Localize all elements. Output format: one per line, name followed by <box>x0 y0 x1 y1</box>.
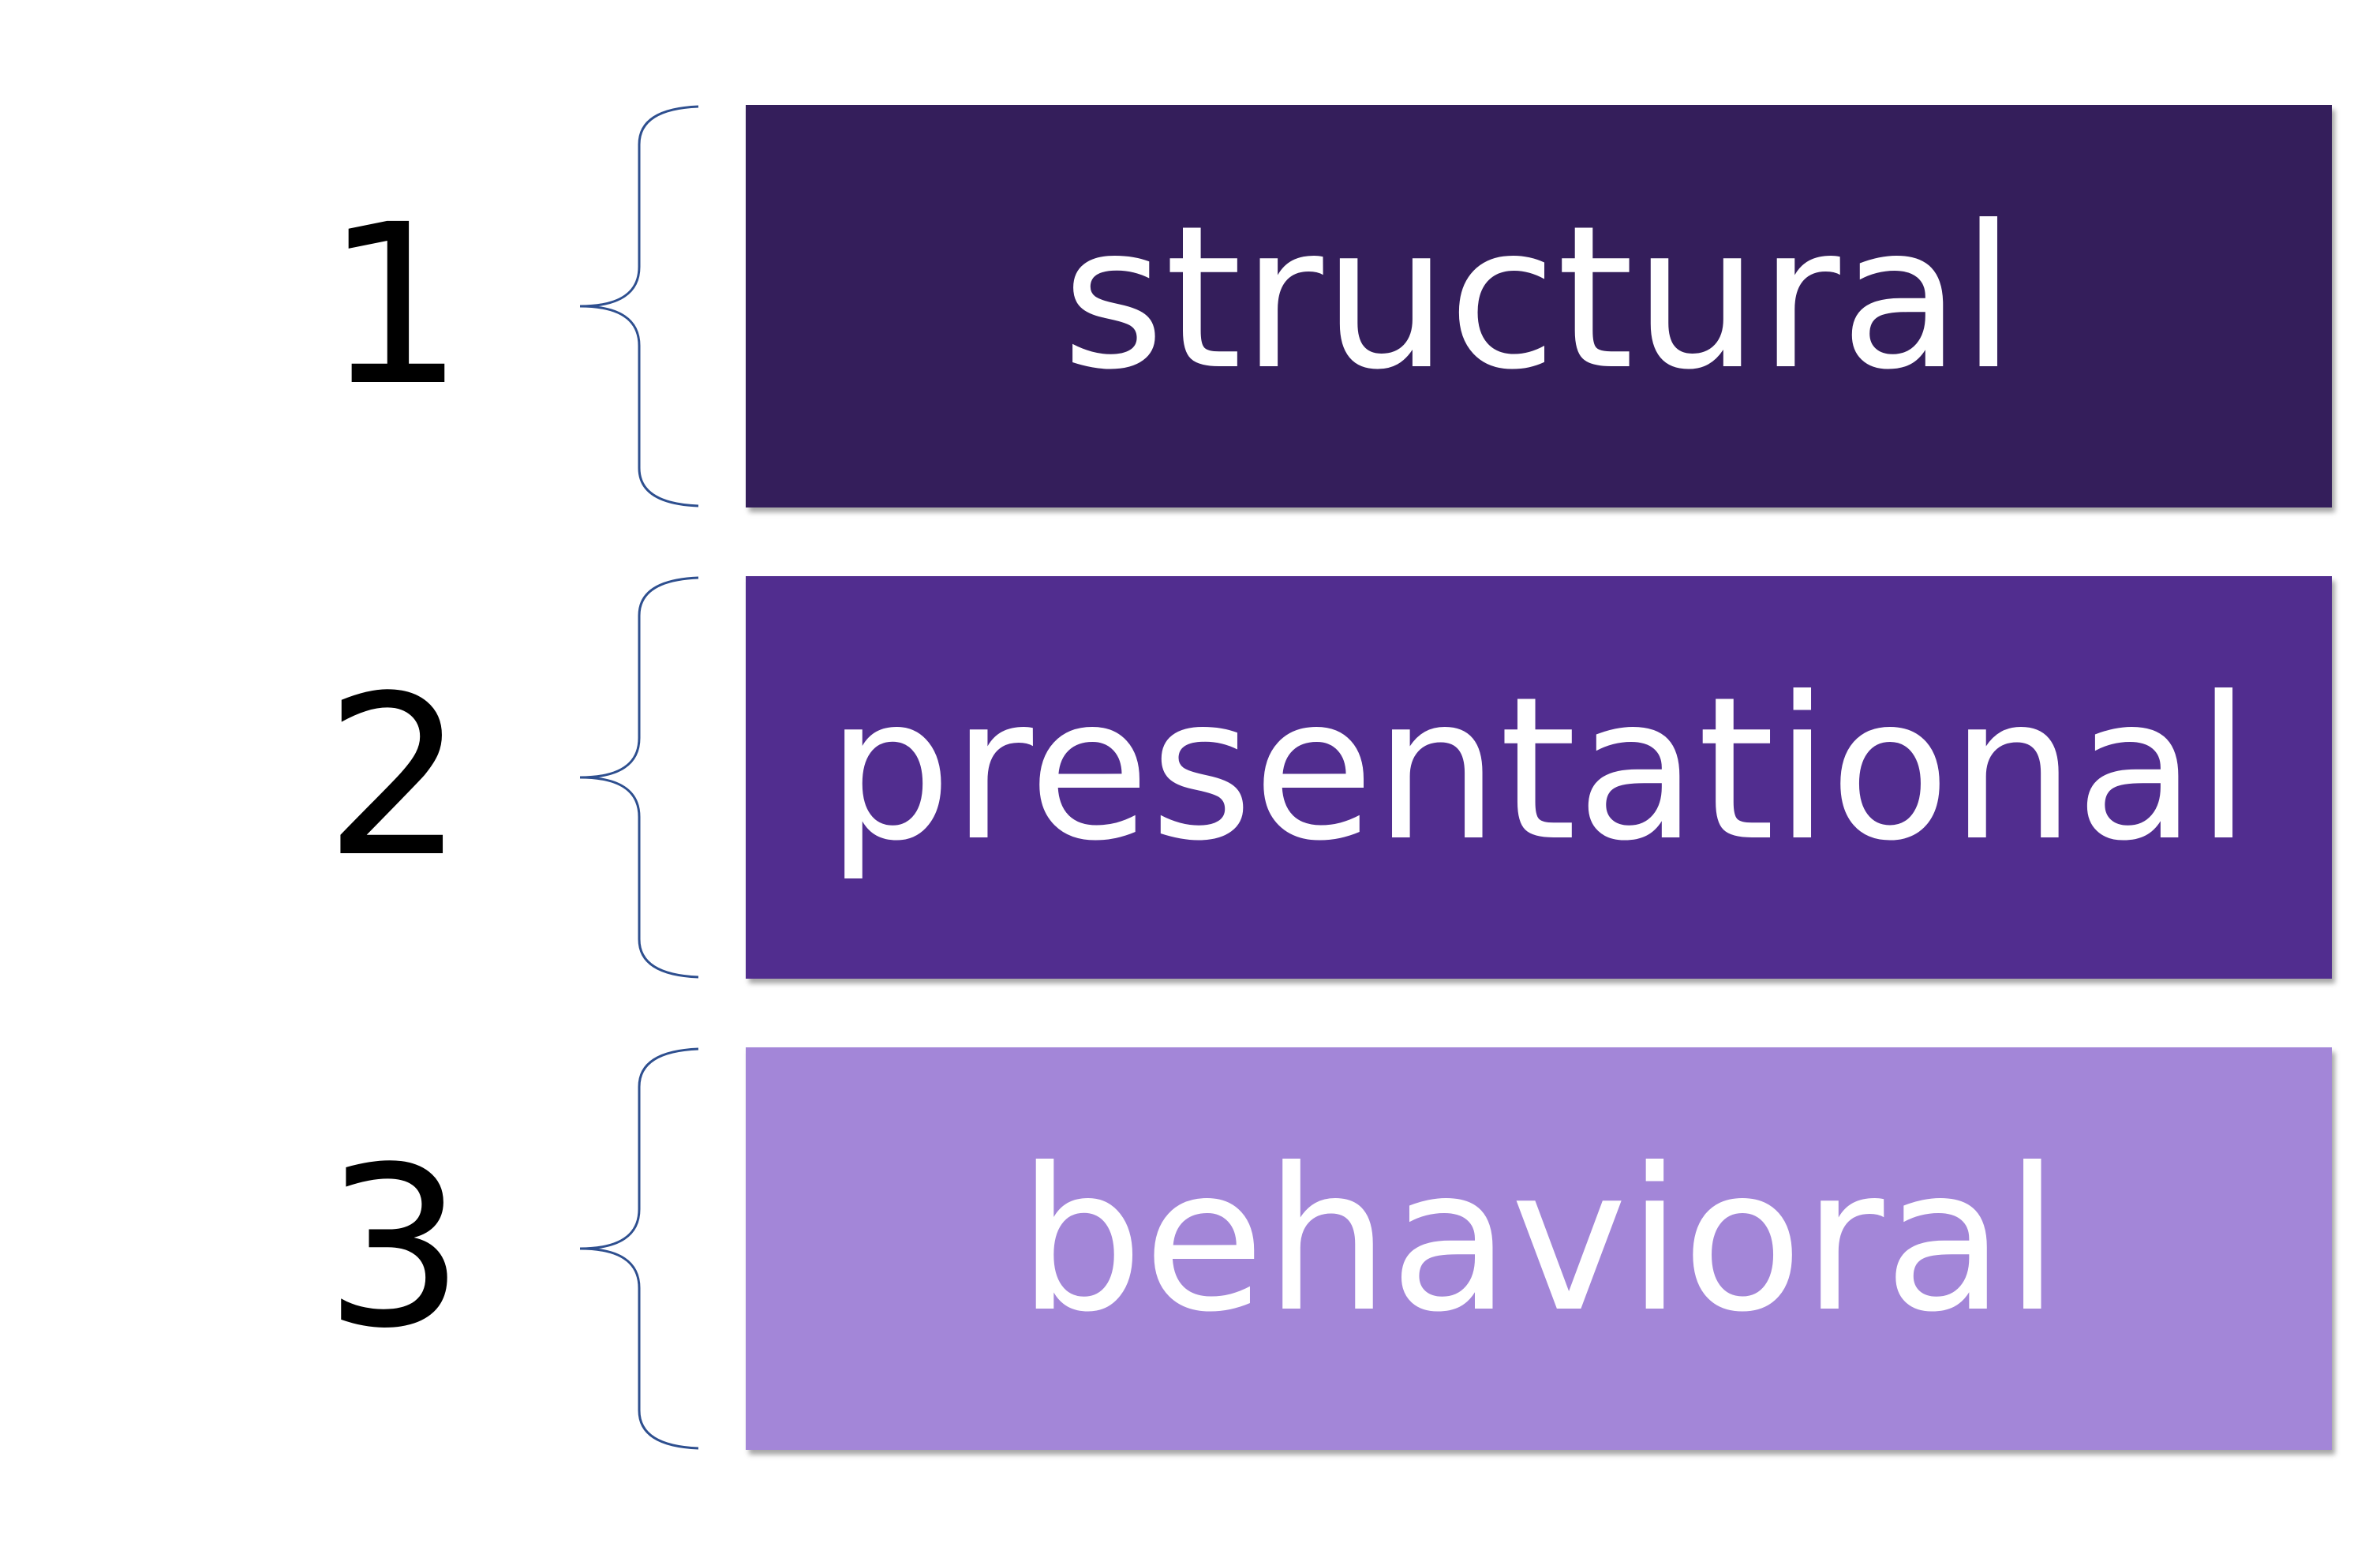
layer-box-presentational: presentational <box>746 576 2332 979</box>
layer-label: structural <box>1061 183 2016 413</box>
layer-label: presentational <box>826 654 2251 884</box>
layer-box-behavioral: behavioral <box>746 1047 2332 1450</box>
layer-number: 3 <box>324 1120 466 1377</box>
layer-box-structural: structural <box>746 105 2332 507</box>
layer-number: 1 <box>324 178 466 435</box>
layer-row-1: 1 structural <box>0 105 2380 507</box>
layer-label: behavioral <box>1018 1125 2060 1355</box>
layer-row-2: 2 presentational <box>0 576 2380 979</box>
left-brace-icon <box>580 1047 699 1450</box>
left-brace-icon <box>580 576 699 979</box>
layer-number: 2 <box>324 649 466 906</box>
layer-row-3: 3 behavioral <box>0 1047 2380 1450</box>
left-brace-icon <box>580 105 699 507</box>
